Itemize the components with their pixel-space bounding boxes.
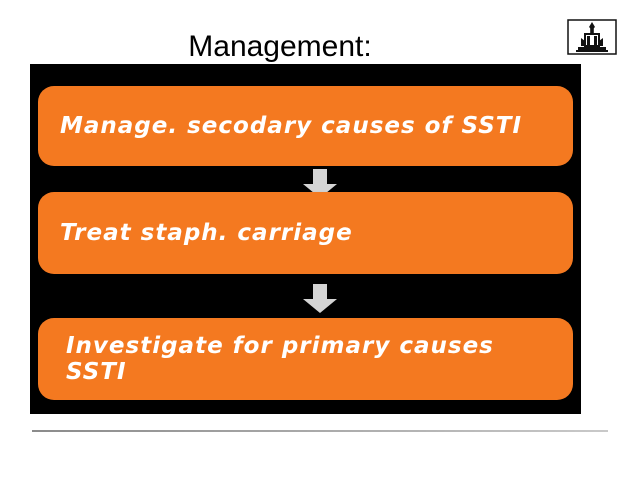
flow-step-2-label: Treat staph. carriage <box>60 219 353 246</box>
arrow-down-icon <box>302 169 338 199</box>
flow-step-3: Investigate for primary causes SSTI <box>38 318 573 400</box>
footer-divider <box>32 430 608 432</box>
page-title: Management: <box>188 30 372 63</box>
institution-emblem-icon <box>564 14 620 60</box>
flow-step-2: Treat staph. carriage <box>38 192 573 274</box>
flow-step-3-label: Investigate for primary causes SSTI <box>66 332 494 385</box>
arrow-down-icon <box>302 284 338 314</box>
flow-step-1-label: Manage. secodary causes of SSTI <box>60 112 523 139</box>
flow-step-1: Manage. secodary causes of SSTI <box>38 86 573 166</box>
process-flow: Manage. secodary causes of SSTI Treat st… <box>30 64 581 414</box>
